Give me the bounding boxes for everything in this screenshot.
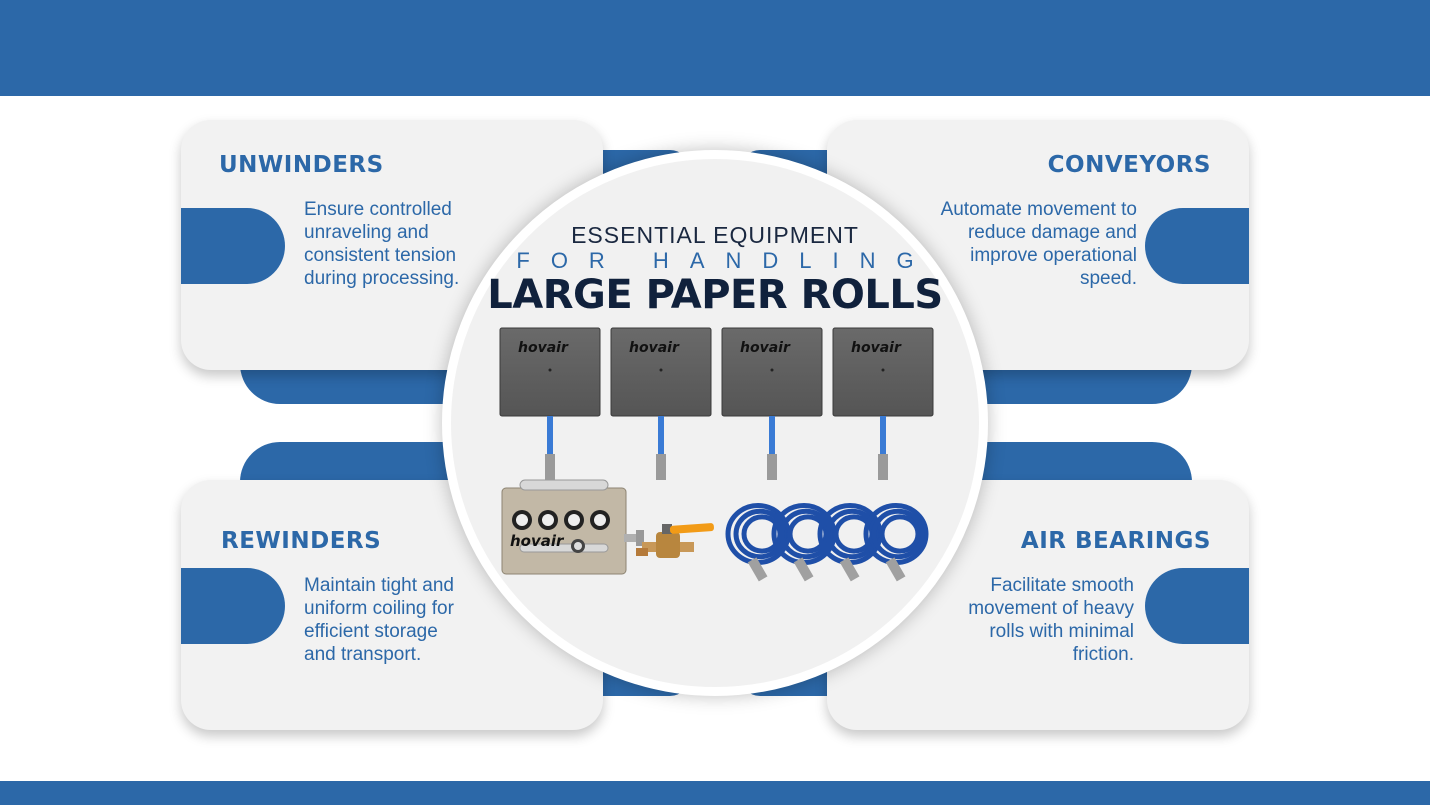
equipment-illustration: hovair hovair hovair hovair hovair — [499, 327, 934, 582]
center-circle — [442, 150, 988, 696]
control-manifold-box — [501, 479, 644, 575]
heading-line-2: FOR HANDLING — [516, 248, 935, 273]
card-description: Ensure controlled unraveling and consist… — [304, 199, 460, 289]
air-pad: hovair — [832, 327, 934, 480]
card-title: AIR BEARINGS — [1020, 528, 1211, 554]
card-accent-pill — [181, 208, 285, 284]
card-accent-pill — [1145, 568, 1249, 644]
heading-line-3: LARGE PAPER ROLLS — [487, 272, 943, 318]
bottom-banner — [0, 781, 1430, 805]
pad-brand-text: hovair — [629, 340, 680, 356]
air-pad: hovair — [610, 327, 712, 480]
card-description: Maintain tight and uniform coiling for e… — [304, 575, 454, 665]
pad-brand-text: hovair — [851, 340, 902, 356]
manifold-brand-text: hovair — [510, 532, 565, 550]
pad-brand-text: hovair — [518, 340, 569, 356]
card-accent-pill — [181, 568, 285, 644]
card-description: Automate movement to reduce damage and i… — [940, 199, 1137, 289]
card-title: UNWINDERS — [219, 152, 384, 178]
card-title: REWINDERS — [221, 528, 382, 554]
air-pad: hovair — [499, 327, 601, 480]
card-description: Facilitate smooth movement of heavy roll… — [968, 575, 1134, 665]
card-title: CONVEYORS — [1047, 152, 1211, 178]
pad-brand-text: hovair — [740, 340, 791, 356]
heading-line-1: ESSENTIAL EQUIPMENT — [571, 222, 859, 248]
air-pad: hovair — [721, 327, 823, 480]
card-accent-pill — [1145, 208, 1249, 284]
top-banner — [0, 0, 1430, 96]
ball-valve — [636, 523, 714, 558]
coiled-hose — [863, 503, 929, 582]
